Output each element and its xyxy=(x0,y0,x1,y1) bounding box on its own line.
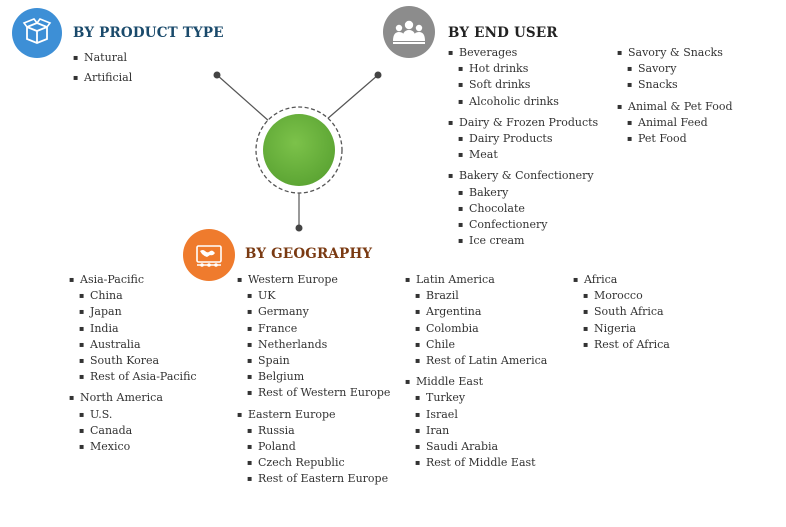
list-item: India xyxy=(69,321,197,337)
list-item: South Korea xyxy=(69,353,197,369)
list-item: Artificial xyxy=(73,70,132,86)
list-item: Netherlands xyxy=(237,337,390,353)
list-item: Rest of Latin America xyxy=(405,353,547,369)
list-item: Hot drinks xyxy=(448,61,598,77)
group-animal: Animal & Pet Food Animal Feed Pet Food xyxy=(617,99,733,148)
list-item: Meat xyxy=(448,147,598,163)
wire-product xyxy=(216,74,271,123)
list-item: Dairy Products xyxy=(448,131,598,147)
group-title: North America xyxy=(69,390,197,406)
group-north-america: North America U.S. Canada Mexico xyxy=(69,390,197,455)
globe-network-icon xyxy=(196,245,222,267)
end-user-col-2: Savory & Snacks Savory Snacks Animal & P… xyxy=(617,45,733,152)
list-item: Nigeria xyxy=(573,321,670,337)
group-title: Dairy & Frozen Products xyxy=(448,115,598,131)
list-item: Rest of Western Europe xyxy=(237,385,390,401)
list-item: Belgium xyxy=(237,369,390,385)
list-item: Savory xyxy=(617,61,733,77)
group-asia-pacific: Asia-Pacific China Japan India Australia… xyxy=(69,272,197,385)
group-latin-america: Latin America Brazil Argentina Colombia … xyxy=(405,272,547,369)
group-western-europe: Western Europe UK Germany France Netherl… xyxy=(237,272,390,402)
geography-col-4: Africa Morocco South Africa Nigeria Rest… xyxy=(573,272,670,358)
list-item: South Africa xyxy=(573,304,670,320)
group-title: Latin America xyxy=(405,272,547,288)
list-item: Germany xyxy=(237,304,390,320)
list-item: China xyxy=(69,288,197,304)
list-item: Poland xyxy=(237,439,390,455)
wire-dot-product xyxy=(213,71,221,79)
list-item: Canada xyxy=(69,423,197,439)
list-item: Colombia xyxy=(405,321,547,337)
list-item: Natural xyxy=(73,50,132,66)
product-type-title: BY PRODUCT TYPE xyxy=(73,25,224,41)
wire-dot-end-user xyxy=(374,71,382,79)
group-title: Beverages xyxy=(448,45,598,61)
list-item: Israel xyxy=(405,407,547,423)
box-icon xyxy=(22,18,52,44)
group-dairy: Dairy & Frozen Products Dairy Products M… xyxy=(448,115,598,164)
group-title: Western Europe xyxy=(237,272,390,288)
geography-col-2: Western Europe UK Germany France Netherl… xyxy=(237,272,390,493)
group-beverages: Beverages Hot drinks Soft drinks Alcohol… xyxy=(448,45,598,110)
list-item: Confectionery xyxy=(448,217,598,233)
group-title: Asia-Pacific xyxy=(69,272,197,288)
product-type-icon-badge xyxy=(12,8,62,58)
list-item: Soft drinks xyxy=(448,77,598,93)
center-node xyxy=(263,114,335,186)
end-user-title: BY END USER xyxy=(448,25,558,41)
list-item: Japan xyxy=(69,304,197,320)
list-item: Australia xyxy=(69,337,197,353)
list-item: Chile xyxy=(405,337,547,353)
list-item: Mexico xyxy=(69,439,197,455)
group-savory: Savory & Snacks Savory Snacks xyxy=(617,45,733,94)
group-bakery: Bakery & Confectionery Bakery Chocolate … xyxy=(448,168,598,249)
geography-col-1: Asia-Pacific China Japan India Australia… xyxy=(69,272,197,460)
group-title: Savory & Snacks xyxy=(617,45,733,61)
list-item: U.S. xyxy=(69,407,197,423)
group-title: Eastern Europe xyxy=(237,407,390,423)
list-item: Rest of Middle East xyxy=(405,455,547,471)
list-item: Saudi Arabia xyxy=(405,439,547,455)
list-item: Czech Republic xyxy=(237,455,390,471)
list-item: Iran xyxy=(405,423,547,439)
list-item: Russia xyxy=(237,423,390,439)
list-item: Morocco xyxy=(573,288,670,304)
geography-col-3: Latin America Brazil Argentina Colombia … xyxy=(405,272,547,476)
group-africa: Africa Morocco South Africa Nigeria Rest… xyxy=(573,272,670,353)
group-title: Animal & Pet Food xyxy=(617,99,733,115)
list-item: Chocolate xyxy=(448,201,598,217)
list-item: Brazil xyxy=(405,288,547,304)
list-item: Alcoholic drinks xyxy=(448,94,598,110)
list-item: Argentina xyxy=(405,304,547,320)
wire-end-user xyxy=(325,74,379,121)
group-middle-east: Middle East Turkey Israel Iran Saudi Ara… xyxy=(405,374,547,471)
list-item: Turkey xyxy=(405,390,547,406)
group-title: Middle East xyxy=(405,374,547,390)
product-type-list: Natural Artificial xyxy=(73,50,132,90)
list-item: UK xyxy=(237,288,390,304)
list-item: Bakery xyxy=(448,185,598,201)
list-item: Spain xyxy=(237,353,390,369)
list-item: Snacks xyxy=(617,77,733,93)
list-item: Rest of Africa xyxy=(573,337,670,353)
group-title: Africa xyxy=(573,272,670,288)
list-item: Rest of Asia-Pacific xyxy=(69,369,197,385)
end-user-col-1: Beverages Hot drinks Soft drinks Alcohol… xyxy=(448,45,598,254)
list-item: Pet Food xyxy=(617,131,733,147)
end-user-icon-badge xyxy=(383,6,435,58)
people-icon xyxy=(393,20,425,44)
group-eastern-europe: Eastern Europe Russia Poland Czech Repub… xyxy=(237,407,390,488)
group-title: Bakery & Confectionery xyxy=(448,168,598,184)
wire-dot-geography xyxy=(295,224,303,232)
list-item: Ice cream xyxy=(448,233,598,249)
list-item: France xyxy=(237,321,390,337)
list-item: Animal Feed xyxy=(617,115,733,131)
geography-title: BY GEOGRAPHY xyxy=(245,246,373,262)
list-item: Rest of Eastern Europe xyxy=(237,471,390,487)
